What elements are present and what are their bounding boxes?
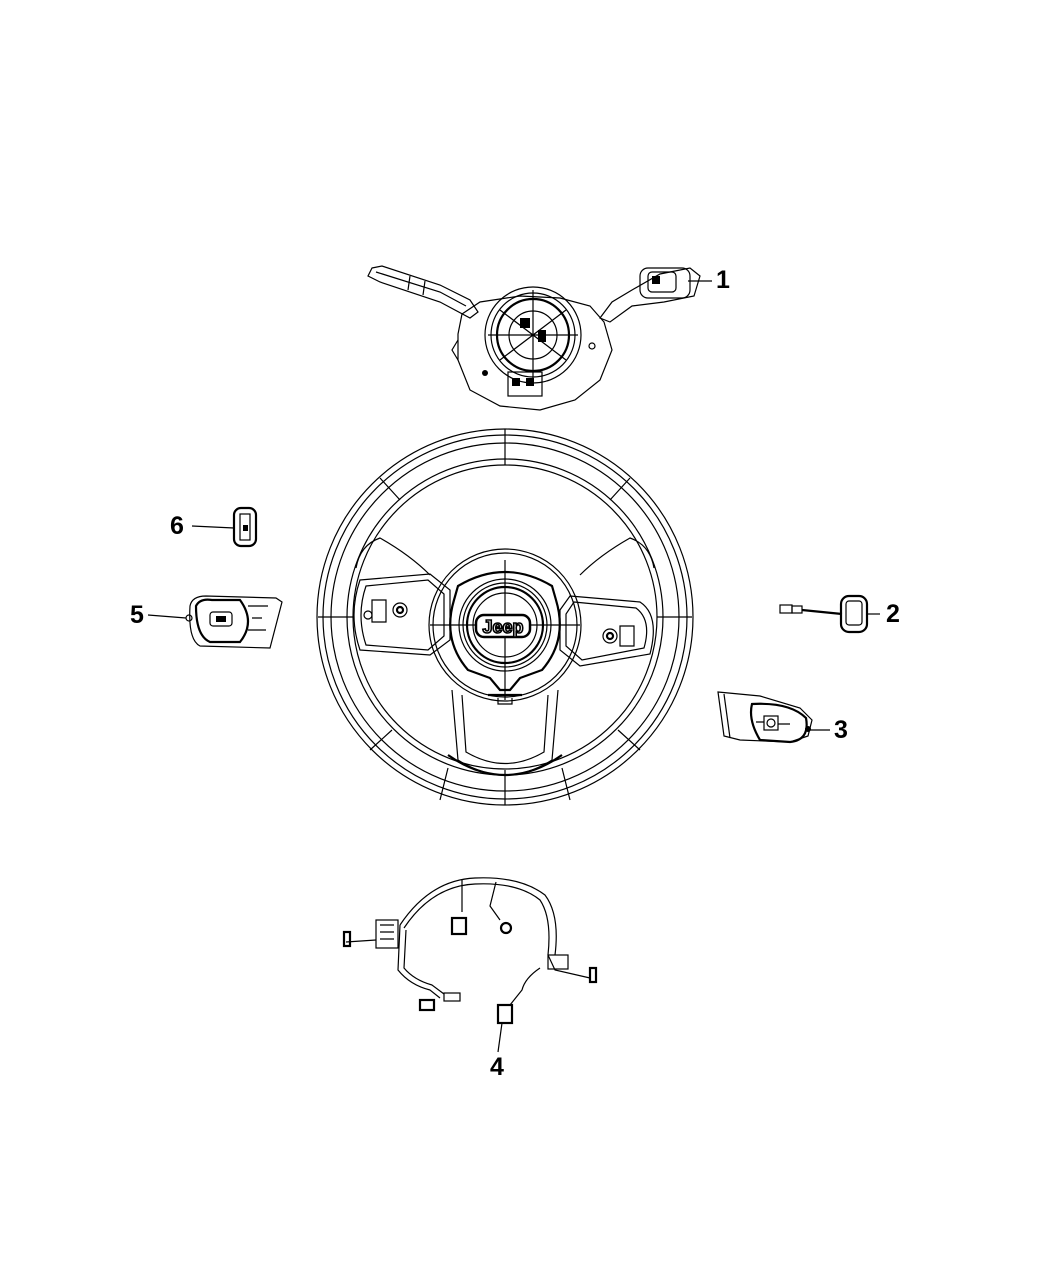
callout-1: 1 (716, 266, 730, 294)
clockspring-assembly (367, 265, 712, 411)
part-6-switch (191, 506, 258, 548)
part-4-harness (342, 877, 598, 1053)
part-2-switch (779, 594, 880, 634)
callout-3: 3 (834, 716, 848, 744)
part-3-switch (717, 691, 830, 744)
part-5-switch (147, 595, 283, 649)
callout-2: 2 (886, 600, 900, 628)
steering-wheel: Jeep (316, 428, 694, 806)
callout-6: 6 (170, 512, 184, 540)
callout-4: 4 (490, 1053, 504, 1081)
callout-5: 5 (130, 601, 144, 629)
jeep-logo-text: Jeep (482, 617, 523, 637)
